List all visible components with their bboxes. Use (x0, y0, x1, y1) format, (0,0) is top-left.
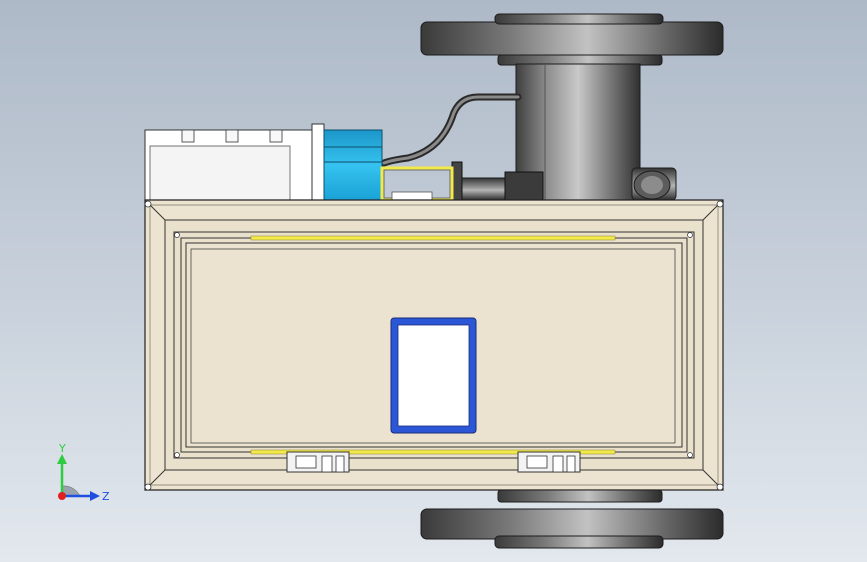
cable (380, 93, 522, 167)
hinge-left (286, 451, 350, 473)
pipe-stub (451, 161, 544, 201)
motor-box (144, 123, 325, 201)
top-flange (420, 13, 724, 66)
yellow-bracket (380, 166, 454, 202)
axis-triad[interactable]: Y Z (40, 438, 120, 518)
y-axis-label: Y (58, 442, 66, 455)
hinge-right (517, 451, 581, 473)
display-window (390, 317, 477, 434)
bottom-flange (420, 489, 724, 549)
y-arrow-icon (57, 454, 67, 464)
x-axis-icon (58, 492, 66, 500)
side-fitting (631, 167, 677, 201)
cable-highlight (382, 95, 520, 165)
z-arrow-icon (90, 491, 100, 501)
blue-connector (323, 129, 383, 201)
z-axis-label: Z (102, 490, 110, 503)
